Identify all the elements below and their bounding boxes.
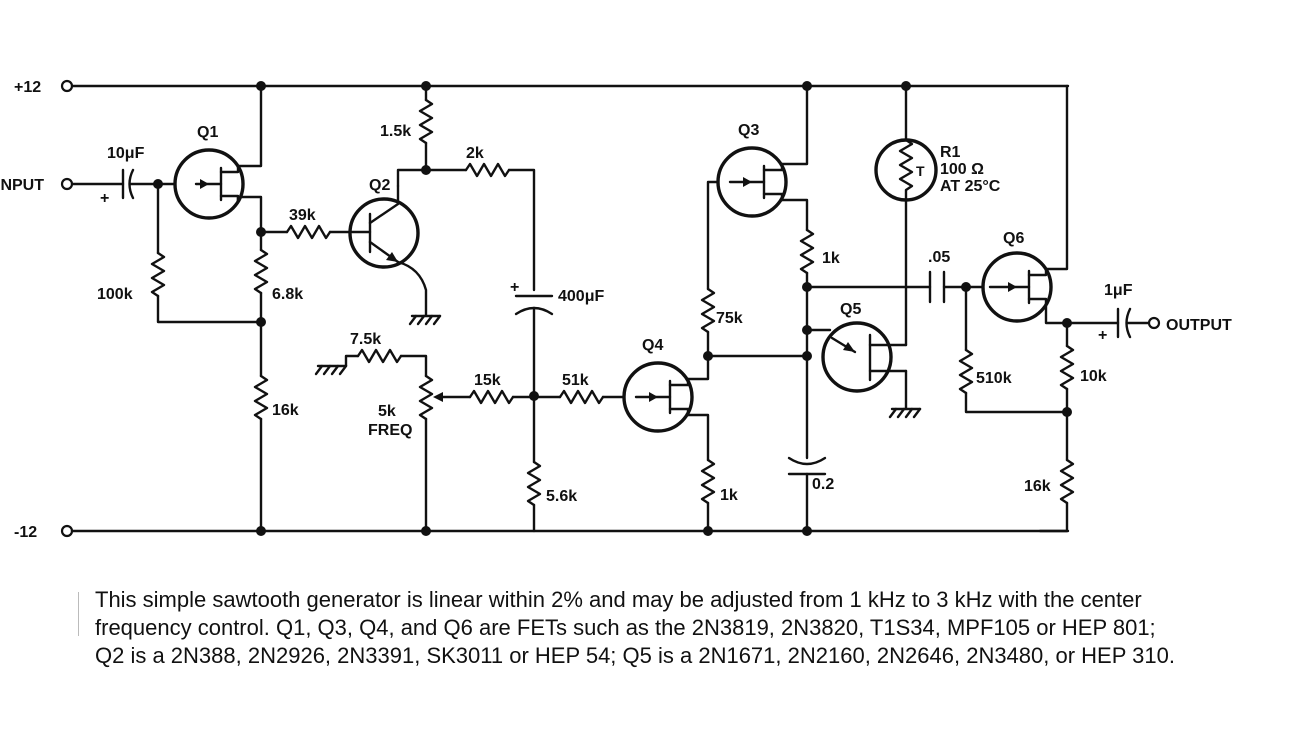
c0-2-label: 0.2 [812,476,834,493]
caption-margin-line [78,592,79,636]
c400uf-label: 400μF [558,288,604,305]
resistor-6-8k [253,248,269,295]
q3-label: Q3 [738,122,759,139]
resistor-16k-right [1059,458,1075,505]
plus-sign-400uf: + [510,279,519,296]
r2k-label: 2k [466,145,484,162]
r6-8k-label: 6.8k [272,286,303,303]
c1uf-label: 1μF [1104,282,1133,299]
r16k-right-label: 16k [1024,478,1051,495]
q5-ujt [821,321,908,393]
minus-12-terminal [60,524,74,538]
q5-label: Q5 [840,301,861,318]
thermistor-condition: AT 25°C [940,178,1001,195]
resistor-510k [958,348,974,395]
resistor-39k [285,224,332,240]
capacitor-0-2 [787,456,827,476]
figure-caption: This simple sawtooth generator is linear… [95,587,1175,668]
r39k-label: 39k [289,207,316,224]
c05-label: .05 [928,249,950,266]
r5-6k-label: 5.6k [546,488,577,505]
resistor-5-6k [526,460,542,507]
q2-bjt [348,184,420,269]
potentiometer-5k [418,374,434,421]
resistor-51k [558,389,605,405]
resistor-2k [464,162,511,178]
c10uf-label: 10μF [107,145,145,162]
q4-fet [622,361,694,433]
input-label: INPUT [0,177,44,194]
resistor-100k [150,251,166,298]
resistor-10k [1059,344,1075,391]
r510k-label: 510k [976,370,1012,387]
resistor-15k [468,389,515,405]
thermistor-r1 [874,138,938,202]
thermistor-symbol: T [916,163,925,179]
sawtooth-generator-schematic: +12 -12 INPUT + 10μF 100k Q1 39k 6.8k 16… [0,79,1232,541]
r1k-q3-label: 1k [822,250,840,267]
ground-q5 [888,407,922,419]
ground-left-pot [314,364,348,376]
q4-label: Q4 [642,337,663,354]
resistor-1k-q3 [799,228,815,275]
pot-freq-label: FREQ [368,422,412,439]
plus-sign-1uf: + [1098,327,1107,344]
ground-q2 [408,314,442,326]
r16k-left-label: 16k [272,402,299,419]
resistor-75k [700,287,716,334]
plus-12-label: +12 [14,79,41,96]
resistor-7-5k [356,348,403,364]
resistor-1k-q4 [700,458,716,505]
r75k-label: 75k [716,310,743,327]
plus-sign-10uf: + [100,190,109,207]
r100k-label: 100k [97,286,133,303]
pot-value-label: 5k [378,403,396,420]
r7-5k-label: 7.5k [350,331,381,348]
q6-fet [981,251,1053,323]
r1k-q4-label: 1k [720,487,738,504]
plus-12-terminal [60,79,74,93]
r51k-label: 51k [562,372,589,389]
resistor-1-5k [418,98,434,145]
thermistor-value: 100 Ω [940,161,984,178]
capacitor-05 [928,270,946,304]
output-terminal [1147,316,1161,330]
q1-fet [173,148,245,220]
q2-label: Q2 [369,177,390,194]
r1-5k-label: 1.5k [380,123,411,140]
minus-12-label: -12 [14,524,37,541]
output-label: OUTPUT [1166,317,1232,334]
r10k-label: 10k [1080,368,1107,385]
q1-label: Q1 [197,124,218,141]
r15k-label: 15k [474,372,501,389]
q6-label: Q6 [1003,230,1024,247]
input-terminal [60,177,74,191]
thermistor-name: R1 [940,144,961,161]
resistor-16k-left [253,374,269,421]
q3-fet [716,146,788,218]
